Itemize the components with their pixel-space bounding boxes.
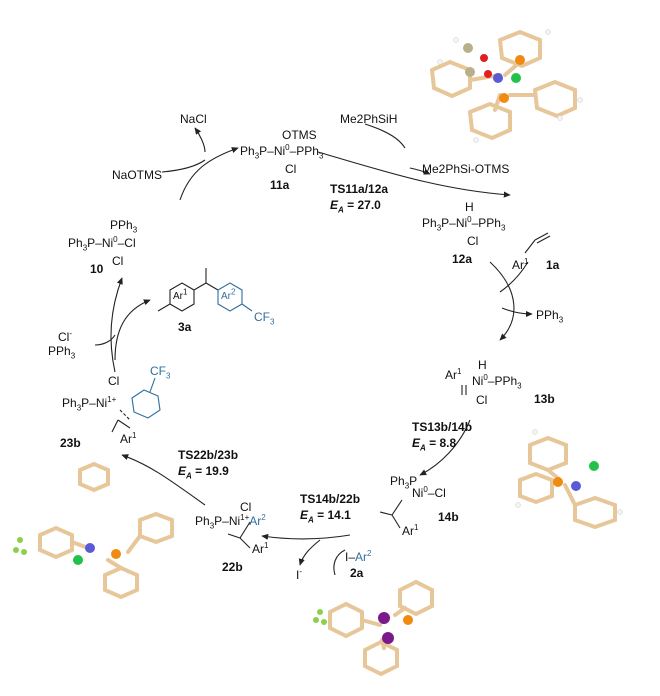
species-10-top: PPh3	[110, 218, 138, 235]
arrow-23b-to-10	[110, 277, 123, 373]
ts-energy-14b-22b: EA = 14.1	[300, 508, 351, 525]
species-23b-id: 23b	[60, 436, 81, 450]
species-14b-top: Ph3P	[390, 474, 418, 491]
arrow-cl-pph3-in	[94, 334, 116, 346]
ts-energy-22b-23b: EA = 19.9	[178, 464, 229, 481]
species-13b-top: H	[478, 358, 487, 372]
complex-alkyl-bonds	[227, 385, 467, 549]
species-22b-ar1: Ar1	[252, 541, 269, 557]
species-22b-row: Ph3P–Ni1+Ar2	[195, 513, 266, 531]
ts-render-14b-22b	[313, 579, 434, 677]
species-22b-top: Cl	[240, 500, 252, 514]
ts-render-22b-23b	[13, 461, 174, 600]
species-11a-id: 11a	[270, 178, 290, 192]
arrow-14b-to-22b	[261, 533, 351, 540]
arrow-22b-to-23b	[121, 454, 206, 506]
chloride-added: Cl-	[58, 329, 73, 345]
arrow-13b-to-14b	[419, 419, 471, 476]
ts-energy-11a-12a: EA = 27.0	[330, 198, 381, 215]
silane-product: Me2PhSi-OTMS	[422, 162, 510, 176]
species-12a-id: 12a	[452, 252, 473, 266]
complex-23b-bonds	[111, 409, 131, 433]
species-12a-bottom: Cl	[467, 234, 479, 248]
species-11a-row: Ph3P–Ni0–PPh3	[240, 143, 324, 161]
pph3-released: PPh3	[536, 308, 564, 325]
species-13b-id: 13b	[534, 392, 555, 406]
species-2a-reagent: I–Ar2	[345, 549, 372, 565]
product-3a-ar1: Ar1	[173, 287, 188, 302]
silane-added: Me2PhSiH	[340, 112, 398, 126]
species-14b-ni: Ni0–Cl	[412, 485, 446, 501]
species-10-id: 10	[90, 262, 104, 276]
product-3a-ar2: Ar2	[221, 287, 236, 302]
species-14b-ar: Ar1	[402, 523, 419, 539]
arrow-silane-in	[364, 123, 406, 149]
product-3a-structure	[157, 268, 253, 312]
species-14b-id: 14b	[438, 510, 459, 524]
species-23b-ar1: Ar1	[120, 431, 137, 447]
species-10-row: Ph3P–Ni0–Cl	[68, 235, 136, 253]
species-11a-bottom: Cl	[285, 162, 297, 176]
arrow-12a-to-13b	[489, 261, 515, 341]
species-13b-ar: Ar1	[445, 367, 462, 383]
species-11a-top: OTMS	[282, 128, 317, 142]
species-23b-cf3: CF3	[150, 364, 171, 381]
ts-render-11a-12a	[430, 29, 583, 143]
naotms-added: NaOTMS	[112, 168, 163, 182]
species-12a-top: H	[465, 200, 474, 214]
alkene-1a-structure	[524, 232, 551, 254]
ts-name-22b-23b: TS22b/23b	[178, 448, 239, 462]
ts-name-11a-12a: TS11a/12a	[330, 182, 389, 196]
arrow-pph3-out	[501, 307, 533, 318]
species-23b-top: Cl	[108, 374, 120, 388]
arrow-nacl-out	[194, 127, 206, 153]
species-10-bottom: Cl	[112, 254, 124, 268]
nacl-released: NaCl	[180, 112, 207, 126]
species-13b-bottom: Cl	[476, 393, 488, 407]
species-23b-row: Ph3P–Ni1+	[62, 395, 117, 413]
cycle-arrows	[94, 123, 533, 576]
iodide-released: I-	[296, 567, 303, 583]
species-12a-row: Ph3P–Ni0–PPh3	[422, 215, 506, 233]
ts-name-14b-22b: TS14b/22b	[300, 492, 361, 506]
ts-name-13b-14b: TS13b/14b	[412, 420, 473, 434]
arrow-11a-to-12a	[317, 151, 511, 198]
arrow-iodide-in	[333, 549, 346, 576]
pph3-added: PPh3	[48, 344, 76, 361]
species-1a-id: 1a	[546, 258, 560, 272]
species-13b-row: Ni0–PPh3	[472, 373, 522, 391]
arrow-10-to-11a	[179, 147, 239, 201]
complex-23b-aryl	[131, 377, 161, 419]
ts-energy-13b-14b: EA = 8.8	[412, 436, 457, 453]
arrow-3a-out	[114, 299, 151, 361]
product-3a-cf3: CF3	[254, 310, 275, 327]
arrow-naotms-in	[161, 159, 206, 173]
product-3a-id: 3a	[178, 320, 192, 334]
ts-render-13b-14b	[515, 429, 623, 530]
species-1a-ar: Ar1	[512, 257, 529, 273]
arrow-alkene-in	[499, 261, 529, 293]
arrow-iodide-out	[298, 539, 321, 566]
species-22b-id: 22b	[222, 560, 243, 574]
species-2a-id: 2a	[350, 566, 364, 580]
arrow-silane-out	[409, 167, 431, 175]
